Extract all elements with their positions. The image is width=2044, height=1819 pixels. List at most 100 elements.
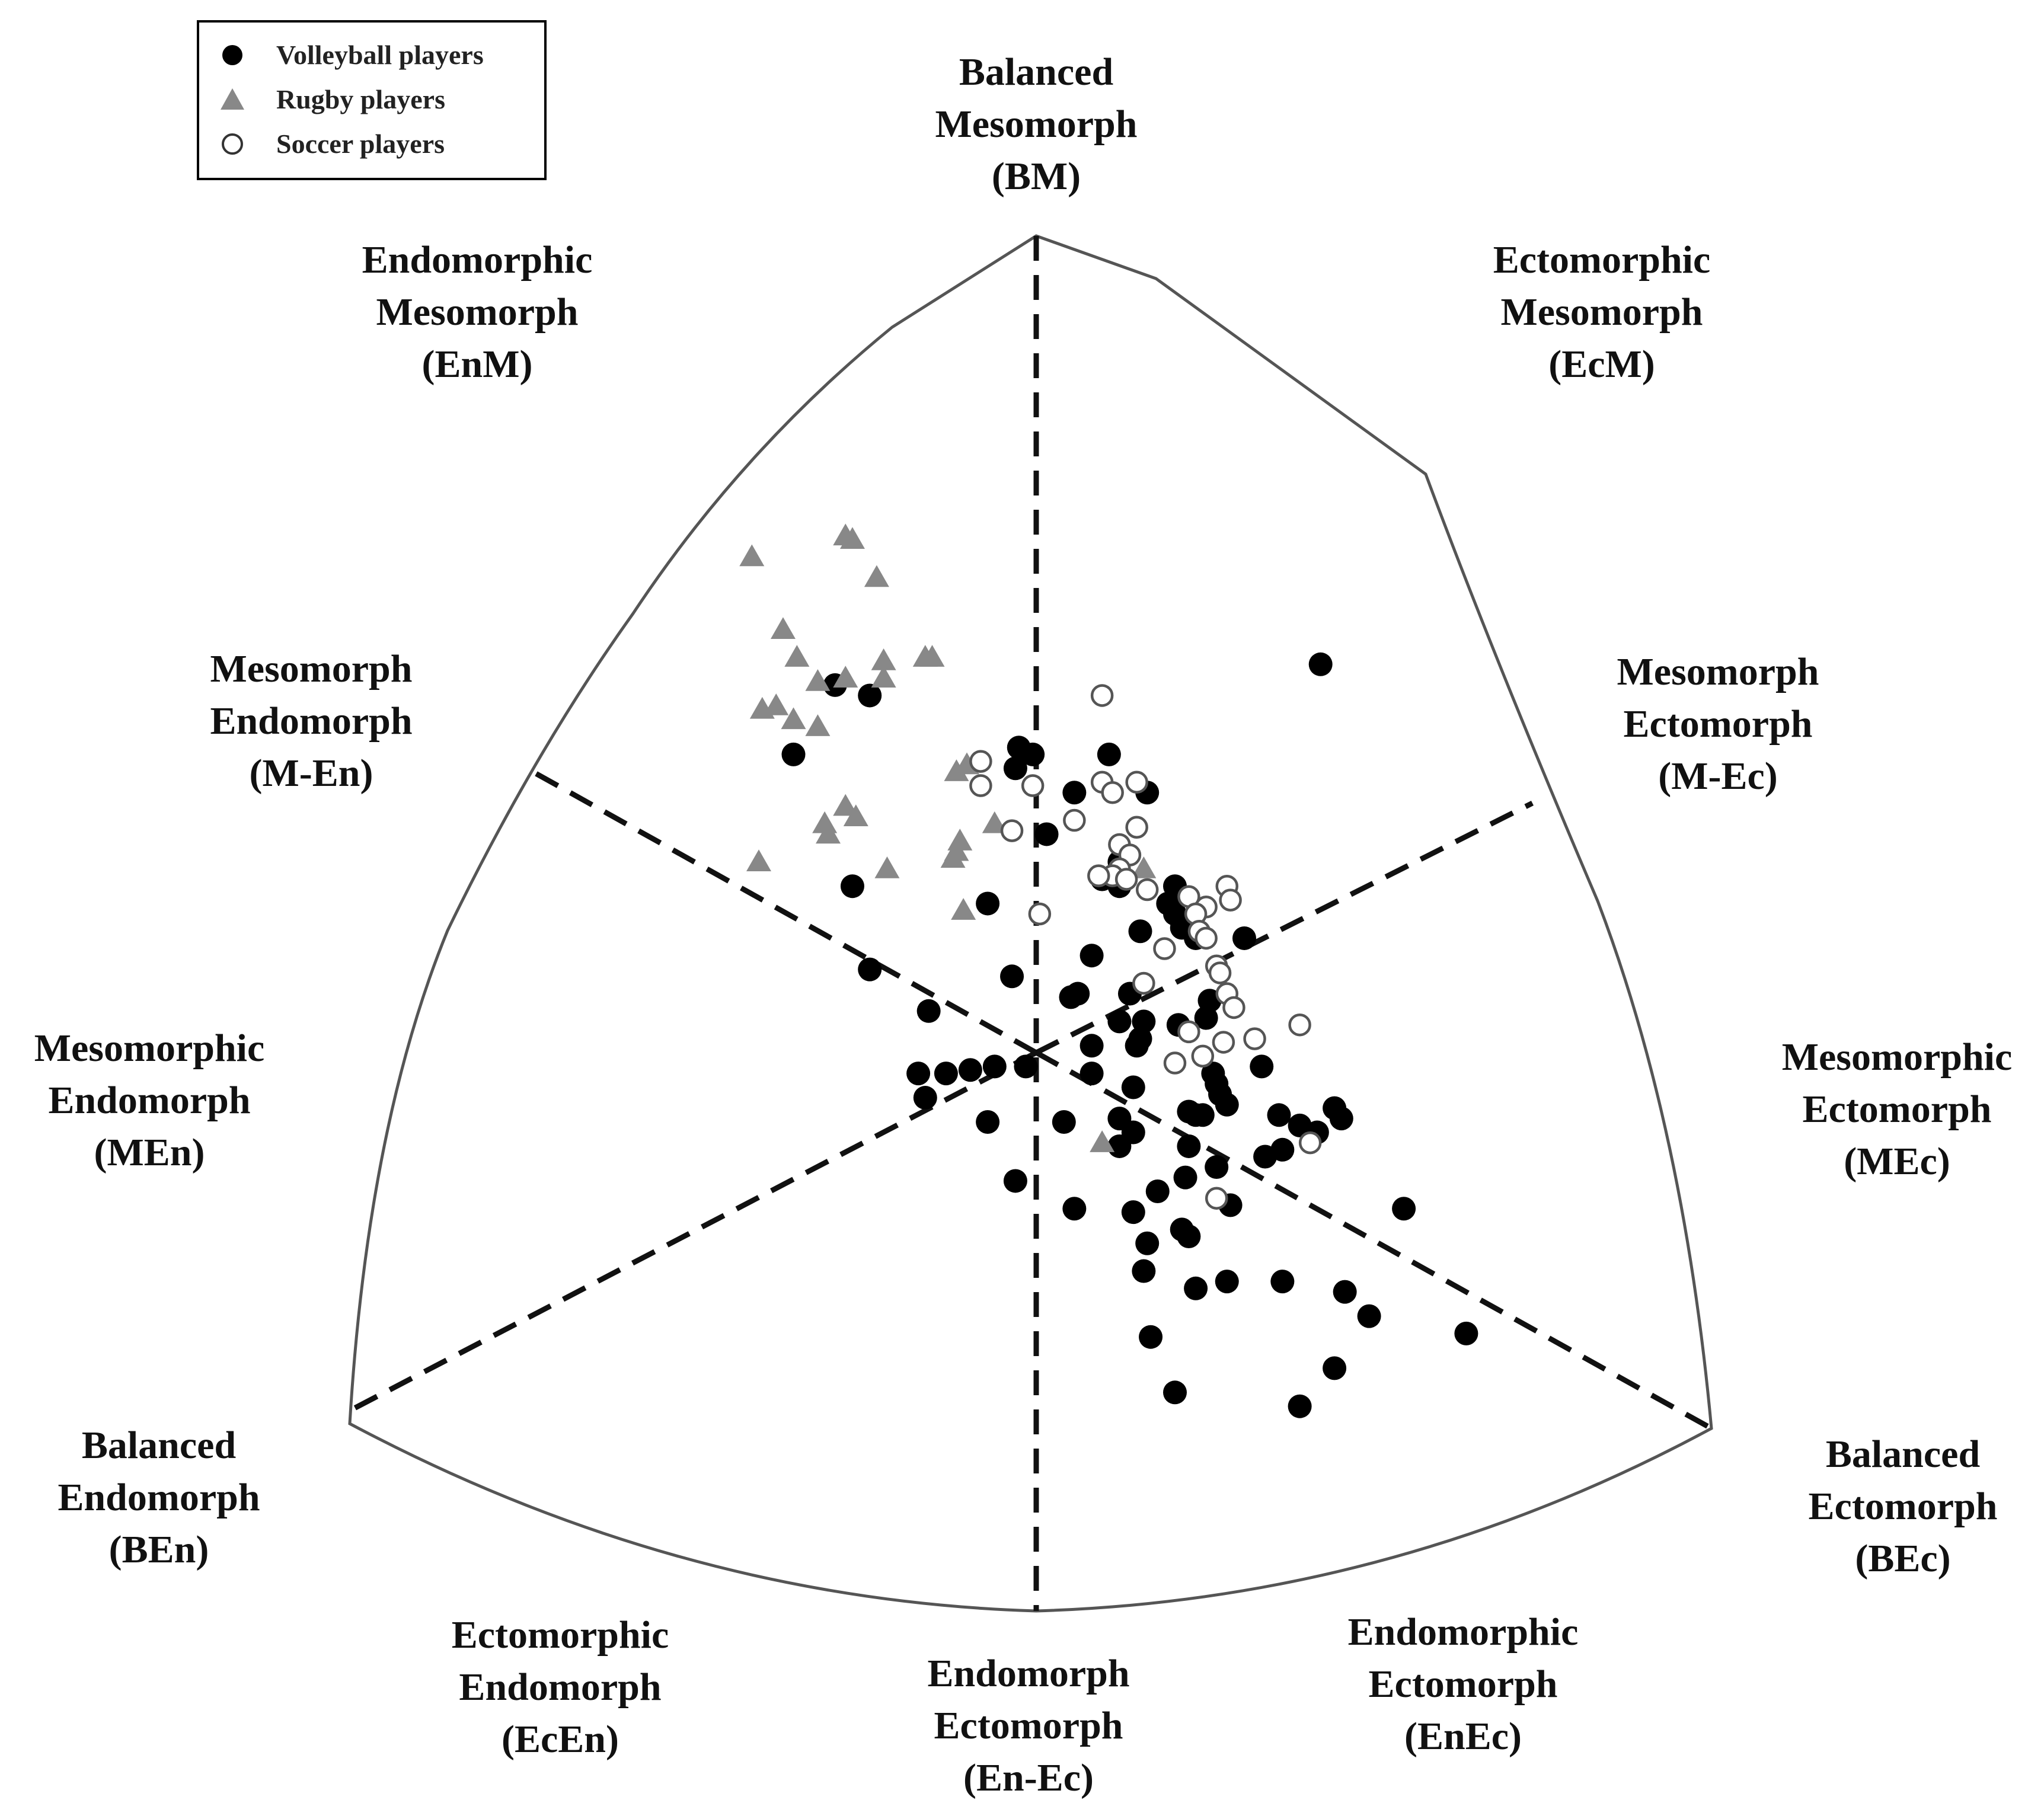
- point-volleyball-73: [1062, 1197, 1087, 1221]
- legend-label-rugby: Rugby players: [276, 84, 445, 114]
- point-volleyball-22: [840, 874, 864, 899]
- point-volleyball-7: [1097, 742, 1121, 766]
- region-label-enm: Endomorphic Mesomorph (EnM): [362, 234, 593, 391]
- point-rugby-4: [770, 617, 796, 640]
- point-volleyball-71: [1145, 1179, 1170, 1203]
- point-volleyball-89: [1288, 1394, 1312, 1418]
- point-rugby-28: [951, 898, 976, 920]
- point-volleyball-32: [1107, 1009, 1132, 1034]
- region-label-ben-line-1: Balanced: [81, 1424, 237, 1467]
- region-label-en-ec: Endomorph Ectomorph (En-Ec): [927, 1648, 1129, 1804]
- point-soccer-38: [1205, 1187, 1228, 1210]
- point-volleyball-82: [1270, 1270, 1295, 1294]
- axis-endomorph: [348, 1050, 1038, 1413]
- point-soccer-3: [1021, 774, 1045, 797]
- region-label-mec-upper-line-2: Ectomorph: [1623, 702, 1813, 746]
- point-volleyball-10: [1034, 822, 1059, 846]
- point-rugby-30: [1090, 1130, 1115, 1152]
- region-label-bec-line-1: Balanced: [1825, 1433, 1981, 1476]
- point-volleyball-78: [1392, 1197, 1416, 1221]
- somatochart-outline: [348, 234, 1713, 1613]
- point-soccer-14: [1087, 864, 1110, 887]
- point-rugby-9: [805, 669, 831, 691]
- point-volleyball-46: [1080, 1062, 1104, 1086]
- region-label-men-upper-line-1: Mesomorph: [210, 647, 413, 690]
- point-rugby-16: [944, 759, 969, 781]
- point-soccer-27: [1208, 961, 1232, 984]
- point-soccer-31: [1222, 996, 1245, 1019]
- point-soccer-19: [1219, 888, 1242, 912]
- point-volleyball-44: [906, 1062, 931, 1086]
- point-volleyball-5: [1021, 742, 1045, 766]
- region-label-ecen-line-1: Ectomorphic: [451, 1613, 669, 1657]
- point-volleyball-84: [1357, 1304, 1381, 1328]
- points-layer: [739, 523, 1478, 1418]
- region-label-en-ec-line-2: Ectomorph: [934, 1704, 1123, 1747]
- region-label-ben: Balanced Endomorph (BEn): [58, 1420, 260, 1576]
- point-volleyball-81: [1184, 1276, 1208, 1300]
- point-volleyball-3: [781, 742, 806, 766]
- point-volleyball-63: [1107, 1134, 1132, 1158]
- point-soccer-36: [1288, 1013, 1311, 1037]
- region-label-mec-upper: Mesomorph Ectomorph (M-Ec): [1617, 646, 1819, 803]
- point-volleyball-55: [1190, 1103, 1215, 1127]
- point-volleyball-36: [1125, 1034, 1149, 1058]
- point-volleyball-51: [1215, 1092, 1239, 1117]
- region-label-ecen-line-3: (EcEn): [501, 1718, 619, 1761]
- region-label-enm-line-3: (EnM): [421, 343, 533, 386]
- region-label-men-upper: Mesomorph Endomorph (M-En): [210, 643, 412, 800]
- point-volleyball-76: [1177, 1225, 1201, 1249]
- point-soccer-32: [1243, 1027, 1266, 1050]
- point-volleyball-79: [1132, 1259, 1156, 1283]
- series-rugby: [739, 523, 1157, 1152]
- region-label-bec-line-3: (BEc): [1855, 1537, 1951, 1580]
- point-rugby-6: [871, 648, 896, 670]
- axis-endomorph-ectomorph: [1034, 1050, 1713, 1431]
- region-label-bm-line-1: Balanced: [959, 50, 1114, 94]
- region-label-mec-line-2: Ectomorph: [1802, 1088, 1992, 1131]
- region-label-mec-upper-line-3: (M-Ec): [1658, 755, 1778, 798]
- point-soccer-23: [1195, 926, 1218, 950]
- point-volleyball-37: [1080, 1034, 1104, 1058]
- region-label-men-line-1: Mesomorphic: [34, 1027, 265, 1070]
- legend-marker-soccer: [222, 133, 243, 155]
- region-label-mec: Mesomorphic Ectomorph (MEc): [1782, 1031, 2013, 1188]
- point-volleyball-69: [1003, 1169, 1027, 1193]
- point-rugby-1: [839, 527, 865, 549]
- axis-mesomorph-endomorph: [529, 768, 1038, 1055]
- point-volleyball-64: [1177, 1134, 1201, 1158]
- region-label-enm-line-2: Mesomorph: [376, 290, 579, 334]
- region-label-ecm-line-2: Mesomorph: [1500, 290, 1703, 334]
- legend-item-volleyball: Volleyball players: [199, 34, 544, 76]
- point-volleyball-31: [1194, 1006, 1218, 1030]
- point-rugby-26: [746, 849, 771, 871]
- point-soccer-28: [1132, 971, 1155, 995]
- point-volleyball-85: [1454, 1321, 1478, 1345]
- region-label-ecen: Ectomorphic Endomorph (EcEn): [452, 1609, 669, 1766]
- region-label-en-ec-line-3: (En-Ec): [963, 1756, 1094, 1799]
- point-volleyball-38: [1250, 1054, 1274, 1079]
- region-label-enec-line-2: Ectomorph: [1368, 1663, 1558, 1706]
- point-volleyball-86: [1139, 1325, 1163, 1349]
- point-volleyball-88: [1163, 1380, 1187, 1405]
- point-volleyball-21: [1232, 926, 1256, 950]
- legend-item-soccer: Soccer players: [199, 123, 544, 165]
- region-label-enec-line-1: Endomorphic: [1347, 1610, 1579, 1654]
- point-rugby-21: [816, 821, 841, 844]
- region-label-ben-line-2: Endomorph: [58, 1476, 260, 1519]
- legend-label-volleyball: Volleyball players: [276, 40, 484, 70]
- point-volleyball-28: [1059, 985, 1083, 1009]
- region-label-mec-line-3: (MEc): [1844, 1140, 1950, 1183]
- region-label-men-line-2: Endomorph: [48, 1079, 251, 1122]
- point-soccer-17: [1135, 878, 1159, 901]
- region-label-ecm: Ectomorphic Mesomorph (EcM): [1493, 234, 1711, 391]
- point-volleyball-2: [858, 683, 882, 708]
- point-soccer-24: [1028, 902, 1052, 926]
- point-rugby-18: [833, 794, 858, 816]
- point-rugby-3: [864, 565, 889, 587]
- point-volleyball-39: [916, 999, 941, 1023]
- point-volleyball-80: [1215, 1270, 1239, 1294]
- point-soccer-7: [1063, 808, 1086, 832]
- region-label-enec: Endomorphic Ectomorph (EnEc): [1348, 1606, 1579, 1763]
- point-volleyball-47: [1121, 1075, 1145, 1099]
